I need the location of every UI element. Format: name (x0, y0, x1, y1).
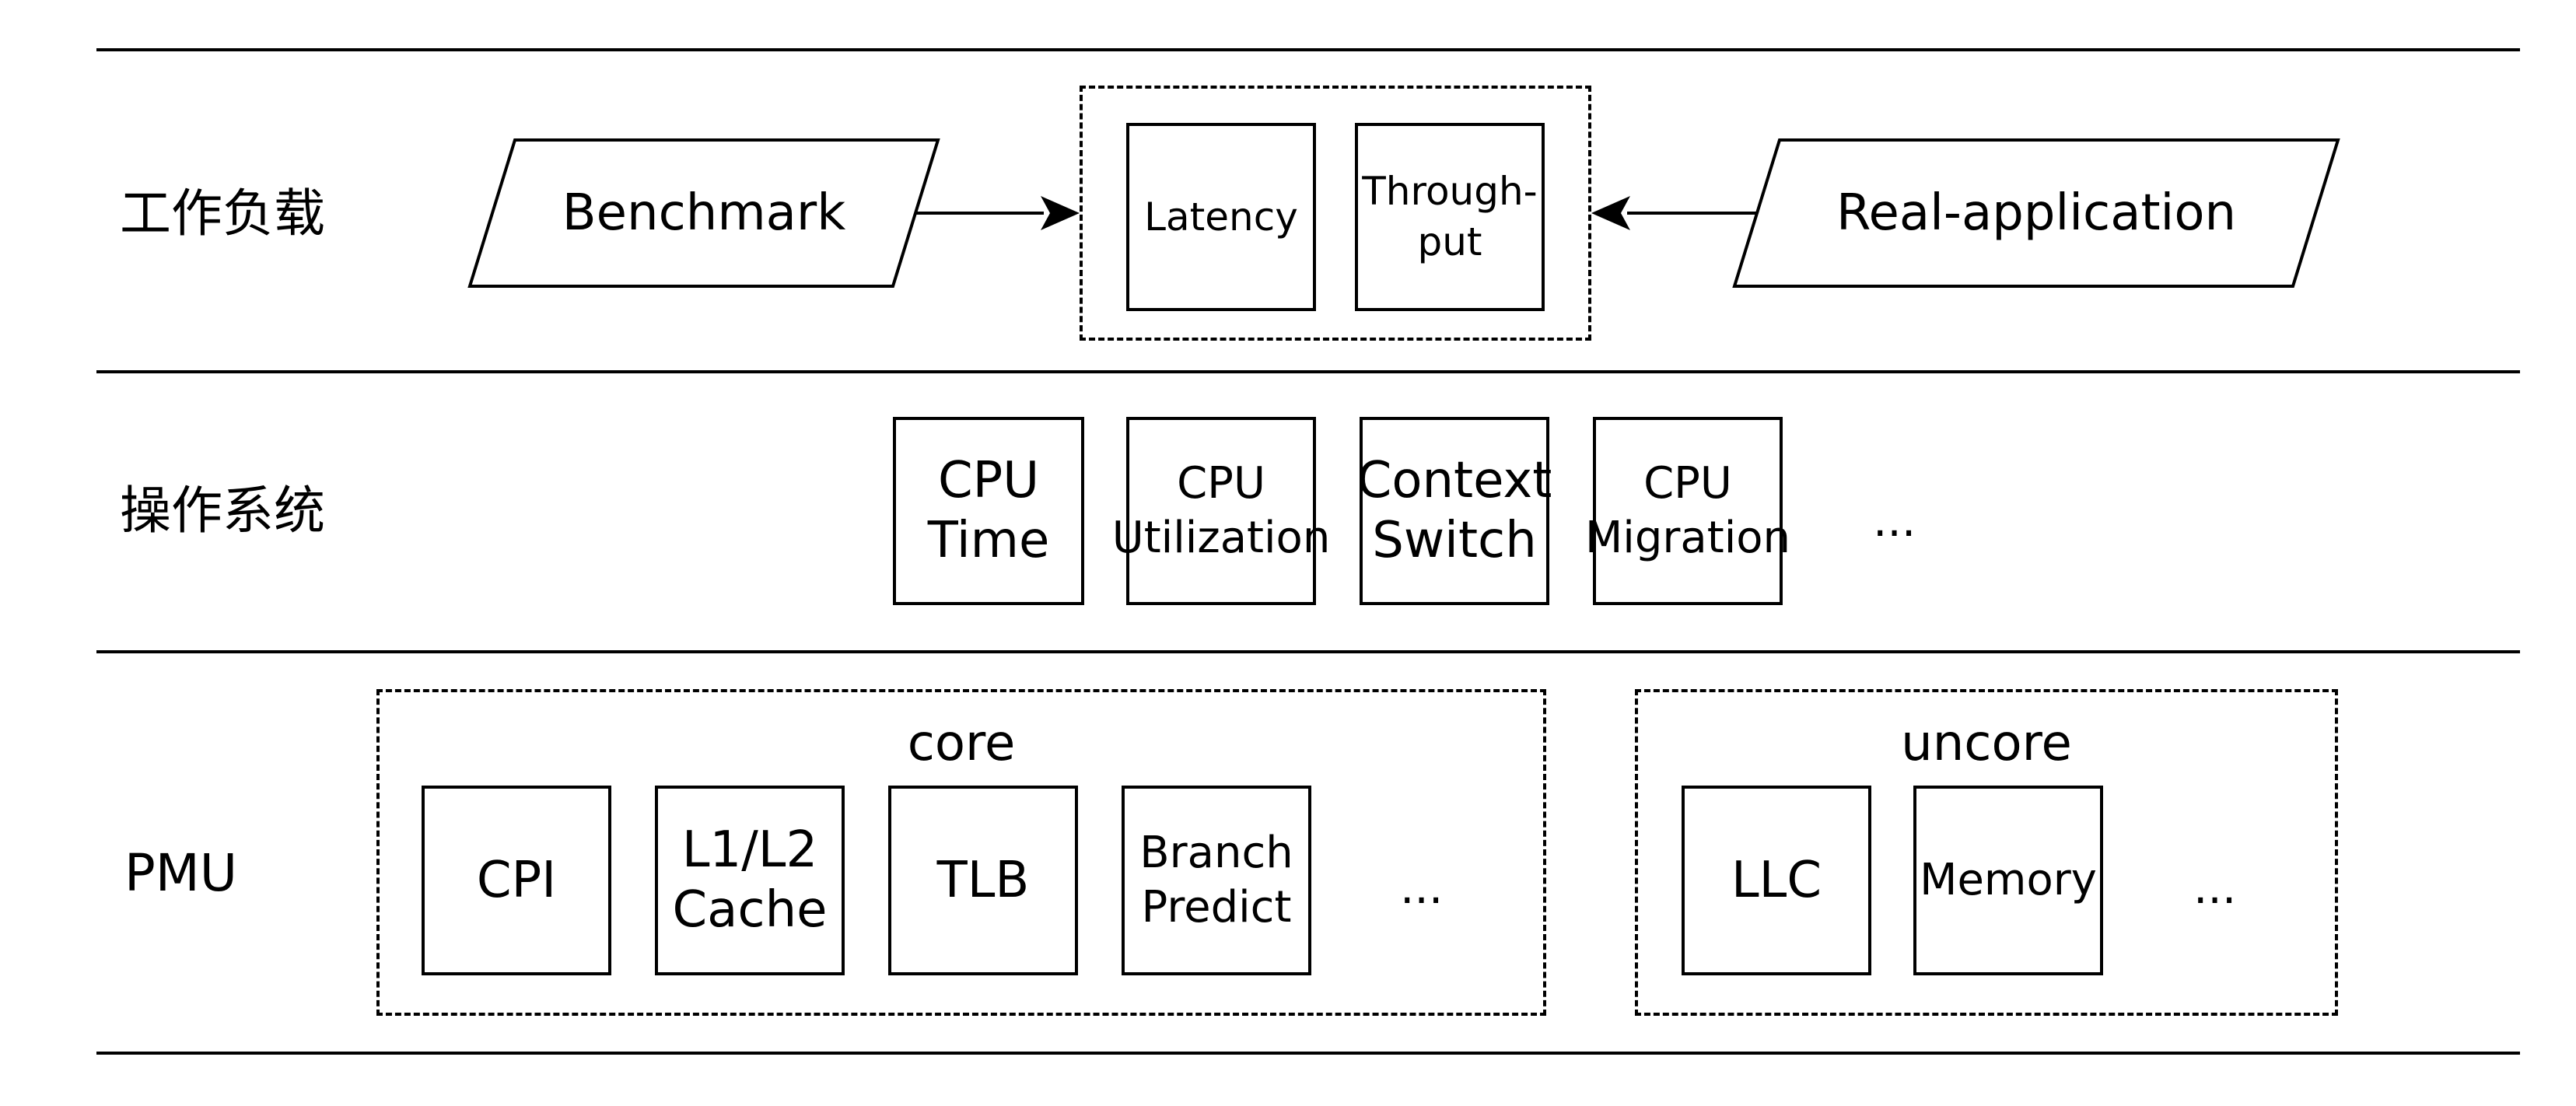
separator-top (96, 48, 2520, 51)
pmu-core-group (376, 689, 1546, 1016)
benchmark-parallelogram (467, 138, 940, 288)
context-switch-box: Context Switch (1357, 417, 1552, 605)
separator-os-pmu (96, 650, 2520, 653)
pmu-uncore-more-ellipsis: ... (2193, 861, 2237, 914)
memory-box: Memory (1913, 786, 2103, 975)
separator-bottom (96, 1052, 2520, 1055)
os-more-ellipsis: ... (1873, 494, 1916, 547)
throughput-box: Through- put (1355, 123, 1545, 311)
pmu-uncore-label: uncore (1901, 715, 2072, 772)
cpu-time-box: CPU Time (893, 417, 1084, 605)
llc-box: LLC (1682, 786, 1871, 975)
real-application-label: Real-application (1836, 184, 2237, 242)
pmu-uncore-group (1635, 689, 2338, 1016)
benchmark-label: Benchmark (562, 184, 846, 242)
arrowhead-benchmark (1041, 196, 1080, 230)
row-label-pmu: PMU (124, 843, 238, 903)
separator-workload-os (96, 370, 2520, 373)
cpu-migration-box: CPU Migration (1585, 417, 1790, 605)
real-application-parallelogram (1732, 138, 2340, 288)
cpi-box: CPI (422, 786, 611, 975)
row-label-workload: 工作负载 (120, 184, 325, 243)
tlb-box: TLB (888, 786, 1078, 975)
pmu-core-label: core (907, 715, 1016, 772)
row-label-os: 操作系统 (120, 481, 325, 541)
pmu-core-more-ellipsis: ... (1400, 861, 1444, 914)
latency-box: Latency (1126, 123, 1316, 311)
branch-predict-box: Branch Predict (1122, 786, 1311, 975)
l1-l2-cache-box: L1/L2 Cache (655, 786, 845, 975)
workload-metrics-group (1080, 86, 1591, 341)
arrowhead-real-app (1591, 196, 1630, 230)
cpu-utilization-box: CPU Utilization (1112, 417, 1330, 605)
